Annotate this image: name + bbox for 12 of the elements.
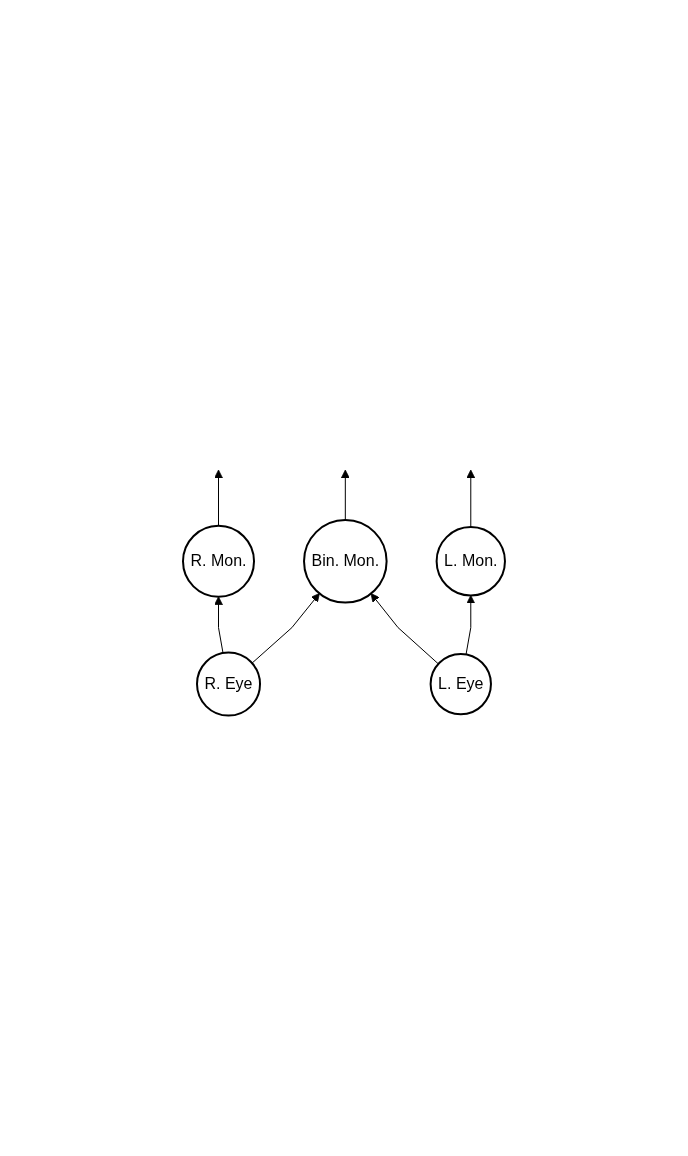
arrow [370,593,439,665]
arrow [214,596,224,654]
node-circle: R. Eye [196,651,262,717]
node-circle: Bin. Mon. [303,519,388,604]
node-circle: L. Mon. [435,526,506,597]
node-circle: L. Eye [429,653,492,716]
arrow [465,595,476,656]
arrow [340,469,350,521]
arrow [251,593,320,664]
arrow [214,469,223,527]
node-circle: R. Mon. [182,525,256,598]
arrow [466,469,476,528]
